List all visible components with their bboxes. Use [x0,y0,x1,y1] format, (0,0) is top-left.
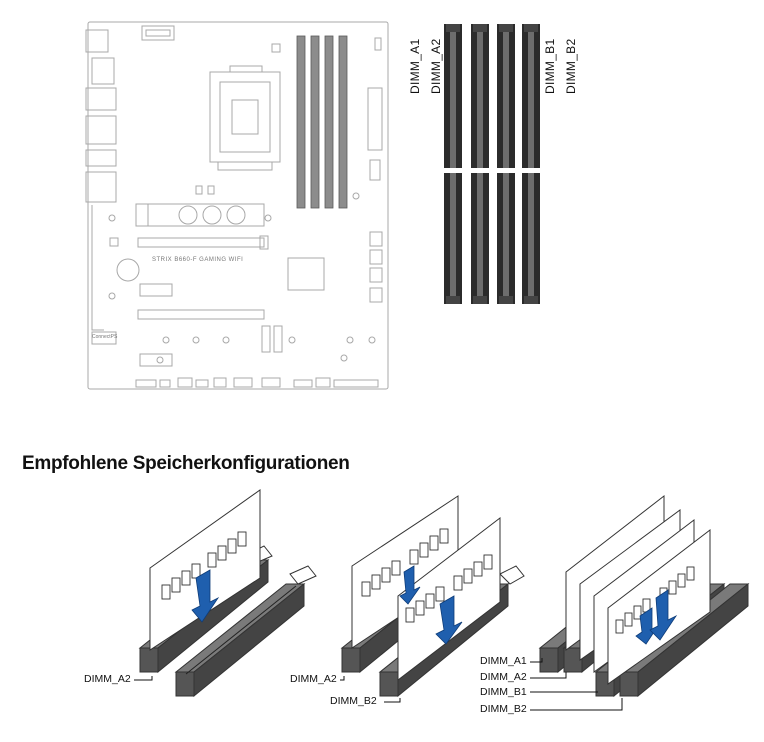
config2-label-b2: DIMM_B2 [330,695,377,707]
board-dimm-slots [296,35,348,209]
config3-label-b1: DIMM_B1 [480,686,527,698]
motherboard-outline [85,21,389,390]
config1-label-a2: DIMM_A2 [84,673,131,685]
dimm-slot-diagram [444,24,540,304]
dimm-slot-a2 [471,24,489,304]
config-one-module [134,489,317,698]
config3-label-a2: DIMM_A2 [480,671,527,683]
board-silkscreen: STRIX B660-F GAMING WIFI [152,257,244,263]
slot-label-b2: DIMM_B2 [564,38,578,94]
slot-label-a2: DIMM_A2 [429,38,443,94]
dimm-slot-b2 [522,24,540,304]
section-heading: Empfohlene Speicherkonfigurationen [22,453,350,474]
dimm-slot-a1 [444,24,462,304]
slot-label-b1: DIMM_B1 [543,38,557,94]
config3-label-b2: DIMM_B2 [480,703,527,715]
config-two-modules [340,495,525,703]
dimm-slot-b1 [497,24,515,304]
board-io-label: ConnectPS [92,334,118,340]
config2-label-a2: DIMM_A2 [290,673,337,685]
config3-label-a1: DIMM_A1 [480,655,527,667]
config-four-modules [530,494,750,711]
slot-label-a1: DIMM_A1 [408,38,422,94]
